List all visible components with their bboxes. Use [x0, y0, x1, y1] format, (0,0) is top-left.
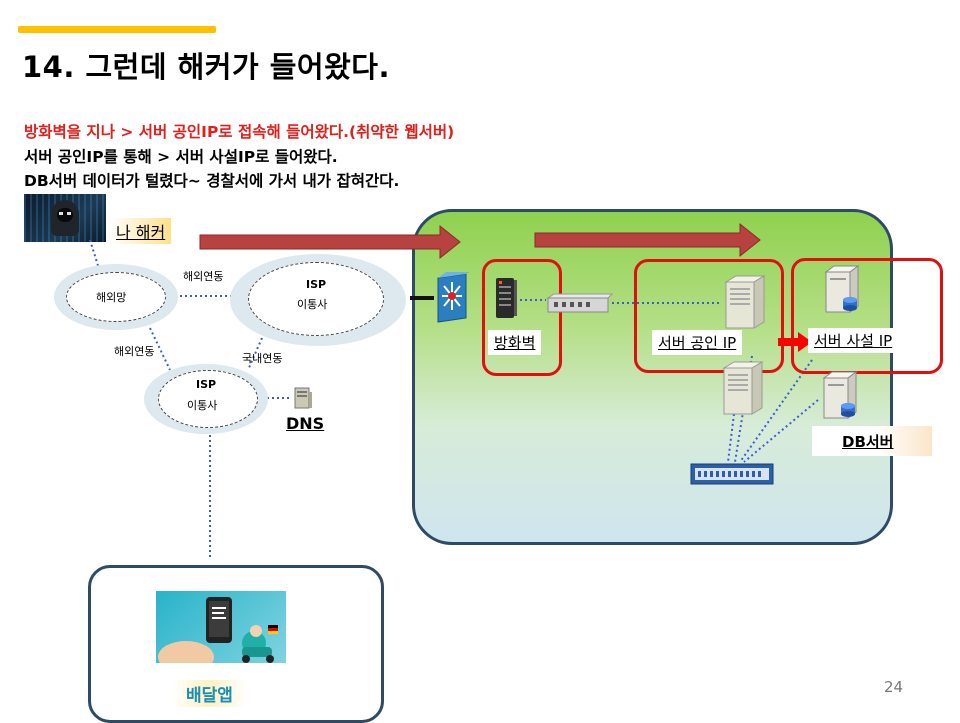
db-server-label: DB서버 — [842, 433, 894, 451]
isp-bottom-sublabel: 이통사 — [187, 399, 218, 412]
server-icon — [722, 361, 764, 415]
accent-bar — [18, 26, 216, 33]
private-ip-highlight — [791, 258, 943, 374]
db-server-icon — [822, 371, 858, 419]
description-line-3: DB서버 데이터가 털렸다~ 경찰서에 가서 내가 잡혀간다. — [24, 172, 400, 190]
private-ip-label: 서버 사설 IP — [808, 328, 899, 353]
isp-top-sublabel: 이통사 — [297, 298, 328, 311]
overseas-link-label-1: 해외연동 — [183, 270, 224, 283]
overseas-link-label-2: 해외연동 — [114, 345, 155, 358]
isp-bottom-label: ISP — [196, 378, 217, 391]
isp-bottom-ellipse — [158, 370, 258, 428]
server-icon — [724, 275, 766, 329]
switch-rack-icon — [690, 463, 774, 485]
attack-arrow-1 — [199, 224, 461, 260]
switch-icon — [437, 272, 470, 323]
dns-label: DNS — [286, 414, 325, 433]
domestic-link-label: 국내연동 — [242, 352, 283, 365]
slide-title: 14. 그런데 해커가 들어왔다. — [22, 50, 390, 84]
delivery-app-label: 배달앱 — [172, 680, 247, 707]
phone-app-illustration — [158, 597, 278, 663]
isp-top-label: ISP — [306, 278, 327, 291]
phone-app-icon — [156, 591, 286, 663]
firewall-highlight — [482, 259, 562, 376]
db-server-icon — [824, 265, 860, 313]
overseas-network-ellipse — [66, 272, 166, 322]
router-icon — [546, 293, 614, 313]
page-number: 24 — [884, 678, 904, 696]
overseas-network-label: 해외망 — [96, 291, 127, 304]
public-ip-label: 서버 공인 IP — [652, 330, 743, 355]
firewall-icon — [496, 278, 517, 318]
description-line-1: 방화벽을 지나 > 서버 공인IP로 접속해 들어왔다.(취약한 웹서버) — [24, 123, 455, 141]
public-ip-highlight — [634, 259, 784, 373]
hacker-icon — [24, 194, 106, 242]
isp-top-ellipse — [248, 262, 384, 336]
description-line-2: 서버 공인IP를 통해 > 서버 사설IP로 들어왔다. — [24, 148, 338, 166]
hacker-label: 나 해커 — [110, 218, 172, 244]
firewall-label: 방화벽 — [488, 330, 542, 355]
attack-arrow-2 — [534, 222, 761, 258]
db-server-label-bg — [812, 426, 932, 456]
dns-server-icon — [294, 387, 312, 409]
